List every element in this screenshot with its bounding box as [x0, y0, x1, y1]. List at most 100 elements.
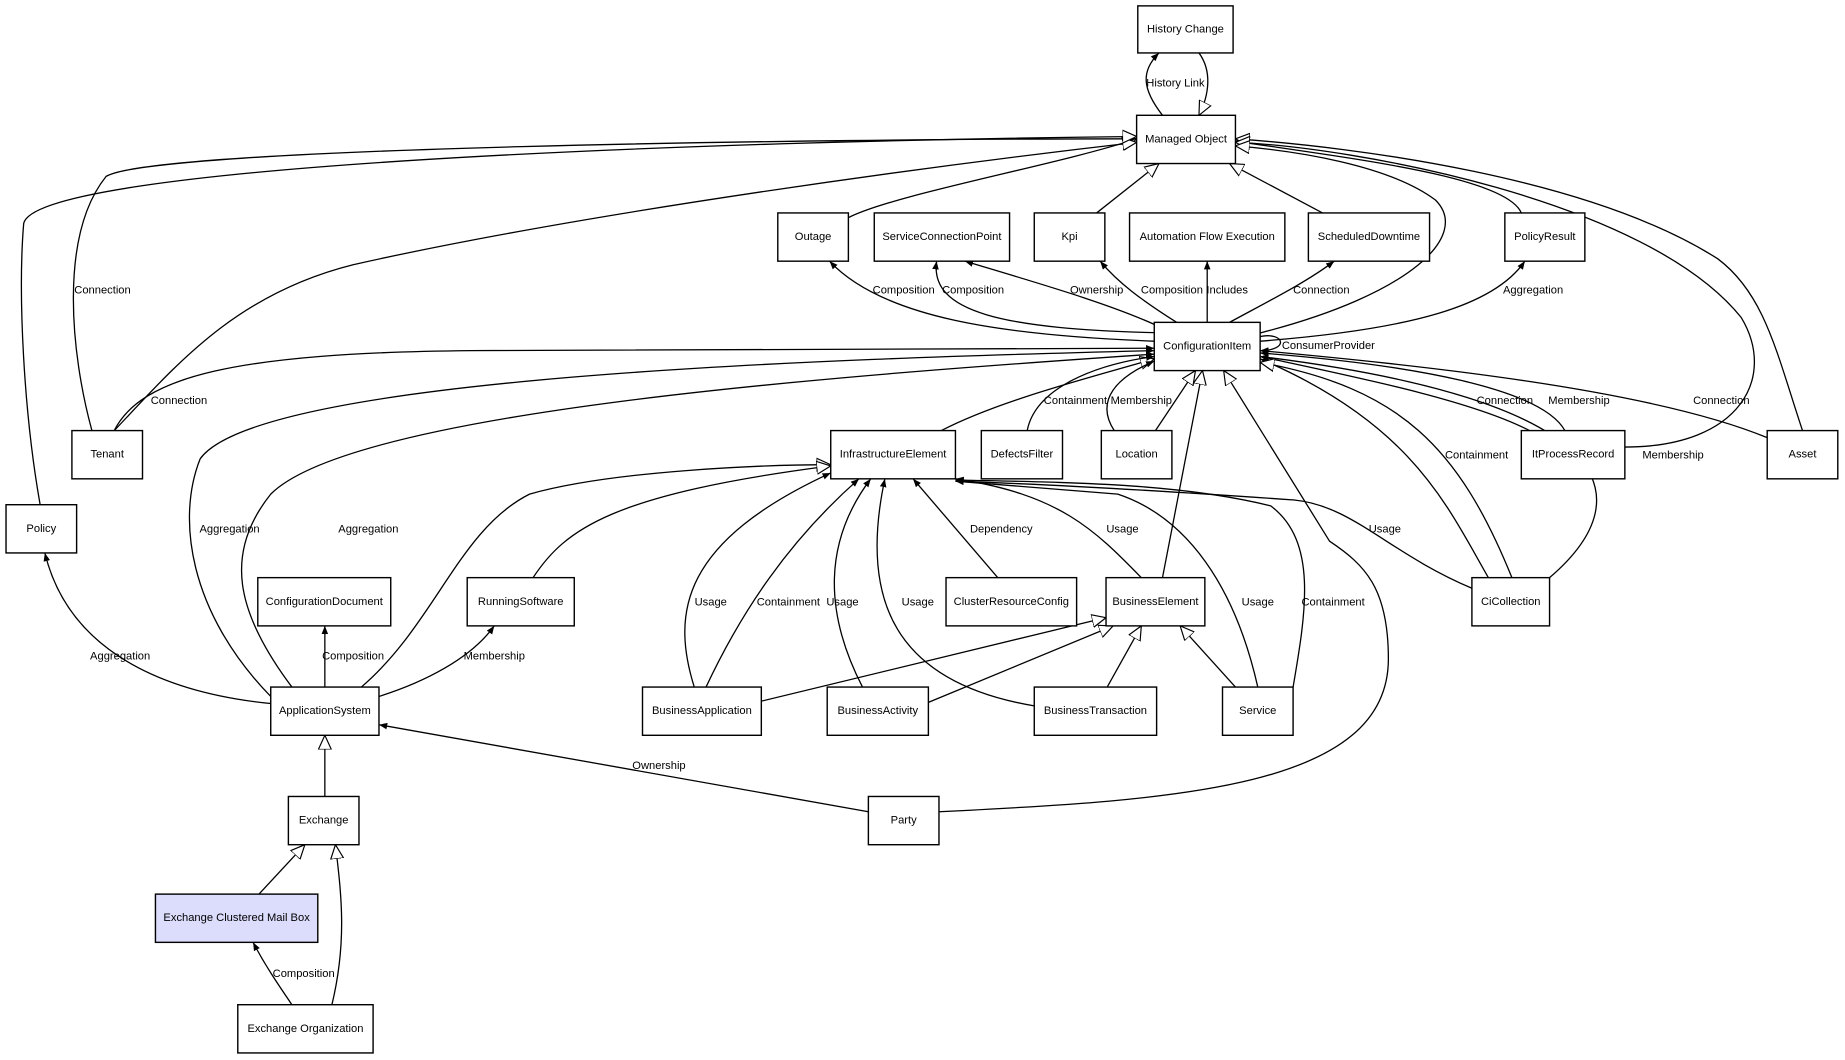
- node-box[interactable]: [641, 686, 763, 737]
- node-sched[interactable]: ScheduledDowntime: [1307, 212, 1431, 262]
- node-ecmb[interactable]: Exchange Clustered Mail Box: [154, 893, 319, 944]
- edge-label: Usage: [826, 596, 858, 608]
- edge-label: Usage: [1369, 523, 1401, 535]
- edge-itpr-to-ci: [1260, 350, 1566, 431]
- node-box[interactable]: [873, 212, 1011, 262]
- node-policy[interactable]: Policy: [5, 504, 78, 554]
- node-box[interactable]: [1520, 429, 1626, 480]
- node-history-change[interactable]: History Change: [1137, 5, 1234, 54]
- edge-label: Aggregation: [199, 523, 259, 535]
- node-running[interactable]: RunningSoftware: [466, 576, 575, 627]
- node-box[interactable]: [1033, 212, 1106, 262]
- node-tenant[interactable]: Tenant: [71, 429, 144, 480]
- node-label: Automation Flow Execution: [1140, 231, 1275, 243]
- node-ie[interactable]: InfrastructureElement: [830, 429, 957, 480]
- association-arrow: [1260, 348, 1768, 439]
- node-box[interactable]: [71, 429, 144, 480]
- node-box[interactable]: [1766, 429, 1839, 480]
- edge-label: Aggregation: [338, 523, 398, 535]
- edge-appsys-to-running: [378, 625, 495, 698]
- node-defects[interactable]: DefectsFilter: [980, 429, 1064, 480]
- edge-bapp-to-ie: [684, 472, 832, 688]
- node-party[interactable]: Party: [867, 795, 940, 846]
- node-exchange[interactable]: Exchange: [287, 795, 360, 846]
- node-bapp[interactable]: BusinessApplication: [641, 686, 763, 737]
- node-box[interactable]: [826, 686, 930, 737]
- node-label: RunningSoftware: [478, 596, 564, 608]
- node-asset[interactable]: Asset: [1766, 429, 1839, 480]
- edge-cicoll-to-ci: [1259, 358, 1489, 578]
- node-label: BusinessElement: [1112, 596, 1199, 608]
- node-box[interactable]: [1307, 212, 1431, 262]
- node-box[interactable]: [257, 576, 392, 627]
- node-box[interactable]: [1137, 5, 1234, 54]
- node-label: ApplicationSystem: [279, 705, 371, 717]
- edge-label: Connection: [1477, 395, 1533, 407]
- node-itpr[interactable]: ItProcessRecord: [1520, 429, 1626, 480]
- association-arrow: [252, 942, 293, 1006]
- node-btrans[interactable]: BusinessTransaction: [1033, 686, 1158, 737]
- node-box[interactable]: [1100, 429, 1173, 480]
- node-box[interactable]: [270, 686, 380, 737]
- node-policy-result[interactable]: PolicyResult: [1504, 212, 1586, 262]
- node-location[interactable]: Location: [1100, 429, 1173, 480]
- edge-bact-to-ie: [833, 478, 872, 688]
- edge-btrans-to-be: [1106, 626, 1141, 688]
- node-appsys[interactable]: ApplicationSystem: [270, 686, 380, 737]
- node-box[interactable]: [1153, 321, 1261, 372]
- node-label: BusinessApplication: [652, 705, 752, 717]
- edge-ci-to-policy_result: [1260, 260, 1526, 342]
- node-box[interactable]: [466, 576, 575, 627]
- node-box[interactable]: [237, 1003, 374, 1054]
- node-bact[interactable]: BusinessActivity: [826, 686, 930, 737]
- generalization-arrow: [1260, 362, 1513, 578]
- edge-ci-to-scp: [964, 260, 1166, 330]
- edge-policy_result-to-managed_object: [1235, 141, 1522, 214]
- node-box[interactable]: [1504, 212, 1586, 262]
- generalization-arrow: [928, 626, 1113, 703]
- node-box[interactable]: [1471, 576, 1551, 627]
- node-service[interactable]: Service: [1221, 686, 1294, 737]
- node-box[interactable]: [945, 576, 1078, 627]
- edge-appsys-to-policy: [43, 552, 271, 705]
- edge-party-to-appsys: [378, 722, 869, 813]
- node-ci[interactable]: ConfigurationItem: [1153, 321, 1261, 372]
- node-box[interactable]: [1221, 686, 1294, 737]
- node-box[interactable]: [980, 429, 1064, 480]
- generalization-arrow: [938, 371, 1390, 813]
- edge-ci-to-sched: [1229, 260, 1335, 323]
- association-arrow: [1260, 335, 1282, 354]
- node-box[interactable]: [777, 212, 850, 262]
- node-box[interactable]: [1105, 576, 1206, 627]
- node-scp[interactable]: ServiceConnectionPoint: [873, 212, 1011, 262]
- edge-cluster-to-ie: [912, 478, 999, 579]
- node-box[interactable]: [154, 893, 319, 944]
- node-outage[interactable]: Outage: [777, 212, 850, 262]
- generalization-arrow: [332, 845, 342, 1005]
- node-box[interactable]: [5, 504, 78, 554]
- node-cicoll[interactable]: CiCollection: [1471, 576, 1551, 627]
- node-be[interactable]: BusinessElement: [1105, 576, 1206, 627]
- node-box[interactable]: [1135, 114, 1237, 165]
- node-box[interactable]: [287, 795, 360, 846]
- node-box[interactable]: [1033, 686, 1158, 737]
- edge-label: Usage: [695, 596, 727, 608]
- node-kpi[interactable]: Kpi: [1033, 212, 1106, 262]
- edge-outage-to-managed_object: [848, 139, 1136, 219]
- generalization-arrow: [258, 845, 305, 895]
- node-afe[interactable]: Automation Flow Execution: [1128, 212, 1286, 262]
- edge-ci-to-scp: [932, 261, 1165, 334]
- node-box[interactable]: [1128, 212, 1286, 262]
- generalization-arrow: [1180, 626, 1236, 688]
- node-box[interactable]: [830, 429, 957, 480]
- association-arrow: [1026, 354, 1155, 431]
- node-label: ClusterResourceConfig: [954, 596, 1069, 608]
- node-exorg[interactable]: Exchange Organization: [237, 1003, 374, 1054]
- node-cluster[interactable]: ClusterResourceConfig: [945, 576, 1078, 627]
- edges: [20, 52, 1804, 1006]
- node-confdoc[interactable]: ConfigurationDocument: [257, 576, 392, 627]
- generalization-arrow: [1235, 141, 1522, 214]
- node-managed-object[interactable]: Managed Object: [1135, 114, 1237, 165]
- node-box[interactable]: [867, 795, 940, 846]
- edge-cicoll-to-ie: [955, 478, 1473, 589]
